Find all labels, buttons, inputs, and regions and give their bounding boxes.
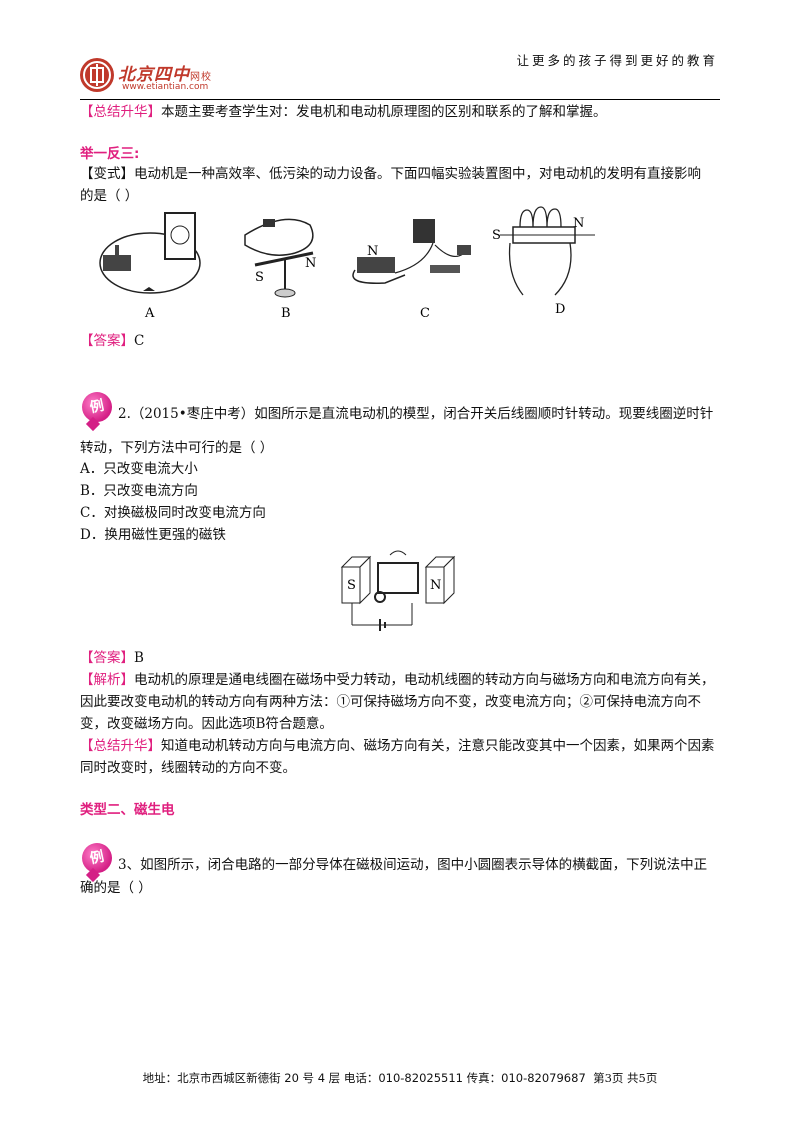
logo-subtext: 网校 (190, 72, 212, 83)
figure-d-pole-n: N (573, 216, 584, 231)
answer-value: C (134, 333, 145, 349)
summary2-line-2: 同时改变时，线圈转动的方向不变。 (80, 760, 296, 776)
figure-b-pole-s: S (255, 270, 264, 285)
analysis-line-3: 变，改变磁场方向。因此选项B符合题意。 (80, 716, 333, 732)
site-logo: 北京四中网校 www.etiantian.com (80, 58, 280, 100)
logo-emblem-icon (80, 58, 114, 92)
example2-answer: 【答案】B (80, 648, 730, 668)
figure-c (352, 219, 471, 284)
variant-line-1: 【变式】电动机是一种高效率、低污染的动力设备。下面四幅实验装置图中，对电动机的发… (80, 164, 730, 184)
header-slogan: 让更多的孩子得到更好的教育 (516, 53, 718, 68)
answer-tag: 【答案】 (80, 333, 134, 349)
page-number: 第3页 共5页 (593, 1071, 658, 1085)
example2-line-2: 转动，下列方法中可行的是（ ） (80, 440, 274, 456)
analysis-line-2: 因此要改变电动机的转动方向有两种方法：①可保持磁场方向不变，改变电流方向；②可保… (80, 694, 701, 710)
figure-b-pole-n: N (305, 256, 316, 271)
type2-heading: 类型二、磁生电 (80, 802, 175, 818)
experiment-figures: S N N S N A B C D (99, 206, 595, 321)
example-badge: 例 (79, 389, 115, 425)
option-b: B．只改变电流方向 (80, 483, 198, 499)
motor-pole-n: N (430, 578, 441, 593)
option-d: D．换用磁性更强的磁铁 (80, 527, 226, 543)
summary-tag: 【总结升华】 (80, 738, 161, 754)
motor-pole-s: S (347, 578, 356, 593)
example-badge: 例 (79, 840, 115, 876)
logo-text: 北京四中 (118, 65, 190, 85)
example3-line-2: 确的是（ ） (80, 880, 152, 896)
figure-label-d: D (555, 302, 565, 317)
variant-answer: 【答案】C (80, 331, 730, 351)
variant-line-2: 的是（ ） (80, 188, 139, 204)
figure-a (99, 212, 201, 294)
example3-line-1: 3、如图所示，闭合电路的一部分导体在磁极间运动，图中小圆圈表示导体的横截面，下列… (118, 857, 708, 873)
variant-heading: 举一反三: (80, 146, 140, 162)
figure-d (500, 206, 595, 296)
variant-text-1: 电动机是一种高效率、低污染的动力设备。下面四幅实验装置图中，对电动机的发明有直接… (134, 166, 701, 182)
summary-tag: 【总结升华】 (80, 104, 161, 120)
figure-label-c: C (420, 306, 430, 321)
figure-b (244, 218, 314, 298)
figure-label-a: A (144, 306, 155, 321)
analysis-tag: 【解析】 (80, 672, 134, 688)
header-divider (80, 99, 720, 100)
figure-d-pole-s: S (492, 228, 501, 243)
example2-line-1: 2.（2015•枣庄中考）如图所示是直流电动机的模型，闭合开关后线圈顺时针转动。… (118, 406, 714, 422)
option-c: C．对换磁极同时改变电流方向 (80, 505, 266, 521)
figure-c-pole-n: N (367, 244, 378, 259)
analysis-line-1: 【解析】电动机的原理是通电线圈在磁场中受力转动，电动机线圈的转动方向与磁场方向和… (80, 670, 730, 690)
summary-text: 本题主要考查学生对：发电机和电动机原理图的区别和联系的了解和掌握。 (161, 104, 607, 120)
page-footer: 地址：北京市西城区新德街 20 号 4 层 电话：010-82025511 传真… (0, 1070, 800, 1086)
dc-motor-figure: S N (340, 550, 456, 631)
footer-address: 地址：北京市西城区新德街 20 号 4 层 电话：010-82025511 传真… (142, 1071, 586, 1085)
analysis-text-1: 电动机的原理是通电线圈在磁场中受力转动，电动机线圈的转动方向与磁场方向和电流方向… (134, 672, 715, 688)
answer-tag: 【答案】 (80, 650, 134, 666)
summary2-line-1: 【总结升华】知道电动机转动方向与电流方向、磁场方向有关，注意只能改变其中一个因素… (80, 736, 730, 756)
summary-paragraph: 【总结升华】本题主要考查学生对：发电机和电动机原理图的区别和联系的了解和掌握。 (80, 102, 730, 122)
summary2-text-1: 知道电动机转动方向与电流方向、磁场方向有关，注意只能改变其中一个因素，如果两个因… (161, 738, 715, 754)
logo-url: www.etiantian.com (122, 82, 209, 92)
variant-tag: 【变式】 (80, 166, 134, 182)
figure-label-b: B (281, 306, 291, 321)
option-a: A．只改变电流大小 (80, 461, 198, 477)
answer-value: B (134, 650, 144, 666)
